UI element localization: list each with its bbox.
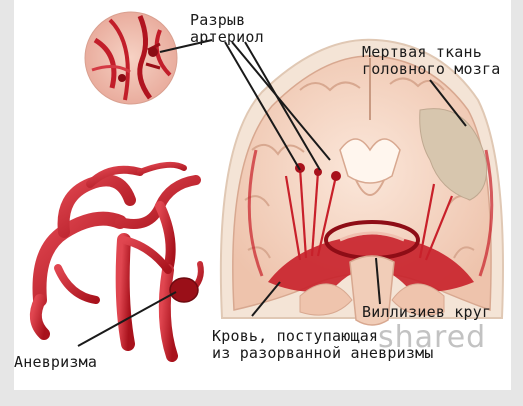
label-willis-circle: Виллизиев круг <box>362 304 491 321</box>
aneurysm-vessels <box>36 165 201 356</box>
label-arteriole-rupture: Разрыв артериол <box>190 12 264 46</box>
aneurysm-sac <box>170 278 198 302</box>
watermark: shared <box>378 320 486 355</box>
magnified-arterioles <box>85 12 177 104</box>
label-aneurysm: Аневризма <box>14 354 97 371</box>
label-arteriole-rupture-line1: Разрыв <box>190 12 264 29</box>
label-dead-tissue-line1: Мертвая ткань <box>362 44 500 61</box>
label-dead-tissue-line2: головного мозга <box>362 61 500 78</box>
label-dead-tissue: Мертвая ткань головного мозга <box>362 44 500 78</box>
label-arteriole-rupture-line2: артериол <box>190 29 264 46</box>
